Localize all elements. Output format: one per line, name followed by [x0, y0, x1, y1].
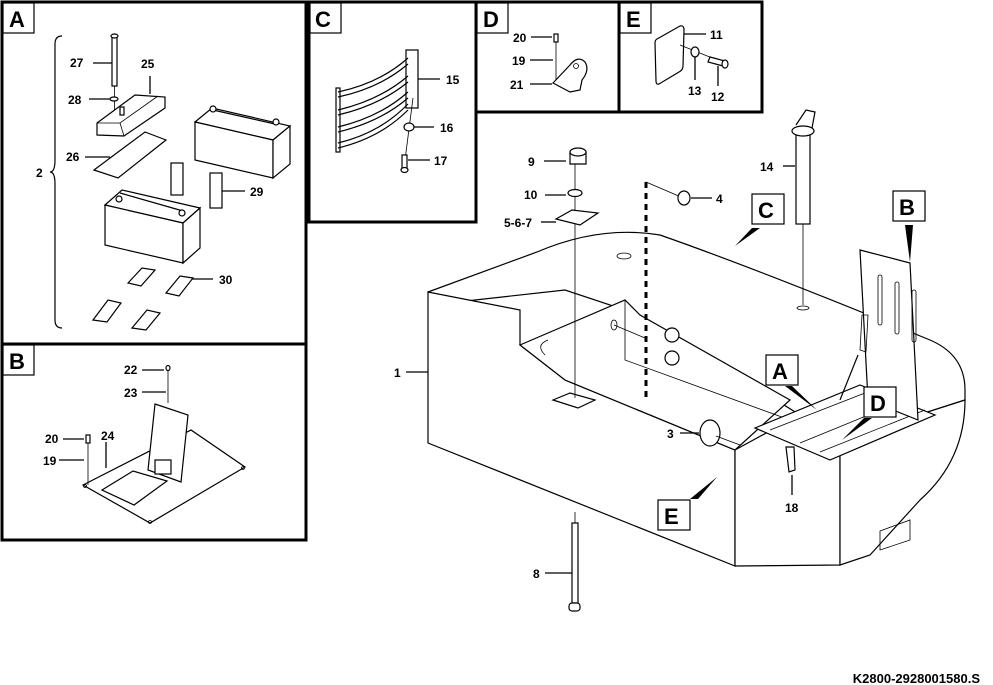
- detail-panel-a: A 2 27 28 25 26: [0, 0, 308, 346]
- detail-panel-c: C 15 16 17: [307, 0, 478, 224]
- battery-cover-lid: [859, 249, 919, 421]
- assembly-bracket: [49, 35, 63, 329]
- tag-box-b: [2, 344, 35, 376]
- callout-25: 25: [141, 57, 155, 71]
- plate-part-5-6-7: [554, 209, 600, 226]
- latch-part-18: [785, 446, 796, 473]
- battery-lower: [103, 189, 202, 265]
- callout-16: 16: [440, 121, 454, 135]
- callout-15: 15: [446, 73, 460, 87]
- ref-tag-c: C: [735, 193, 785, 246]
- pad-part-30b: [164, 275, 195, 297]
- callout-19: 19: [43, 454, 57, 468]
- callout-12: 12: [711, 90, 725, 104]
- callout-2: 2: [36, 166, 43, 180]
- callout-1: 1: [394, 366, 401, 380]
- ladder-part-15: [335, 49, 419, 153]
- nut-lower: [664, 350, 680, 366]
- svg-text:E: E: [664, 504, 679, 529]
- callout-26: 26: [66, 150, 80, 164]
- callout-d-20: 20: [513, 31, 527, 45]
- document-code: K2800-2928001580.S: [853, 671, 981, 685]
- callout-21: 21: [510, 78, 524, 92]
- bracket-part-25: [96, 94, 166, 137]
- callout-3: 3: [667, 427, 674, 441]
- detail-panel-e: E 11 13 12: [617, 0, 764, 114]
- battery-upper: [193, 105, 292, 180]
- tag-box-c: [309, 2, 342, 34]
- main-assembly-view: 14 9 10 5-6-7 4 3 1 8: [394, 109, 966, 612]
- tag-box-e: [619, 2, 652, 34]
- svg-text:C: C: [758, 198, 774, 223]
- nut-upper: [664, 327, 680, 343]
- lift-slot: [879, 519, 911, 551]
- tag-box-a: [2, 2, 35, 34]
- detail-panel-d: D 20 19 21: [474, 0, 621, 114]
- washer-part-28: [109, 96, 119, 102]
- hatch-frame: [100, 470, 169, 506]
- callout-29: 29: [250, 185, 264, 199]
- tag-box-d: [476, 2, 509, 34]
- spacer-part-29a: [170, 162, 184, 196]
- counterweight-top: [427, 231, 966, 441]
- callout-30: 30: [219, 273, 233, 287]
- callout-11: 11: [710, 28, 723, 42]
- callout-8: 8: [533, 567, 540, 581]
- washer-part-10: [567, 188, 583, 198]
- pad-part-30d: [130, 309, 162, 331]
- callout-20: 20: [45, 432, 59, 446]
- callout-d-19: 19: [512, 54, 526, 68]
- callout-17: 17: [434, 154, 448, 168]
- callout-5-6-7: 5-6-7: [504, 216, 532, 230]
- callout-4: 4: [716, 192, 723, 206]
- bolt-part-8: [568, 512, 581, 612]
- ref-tag-d: D: [842, 386, 897, 440]
- tag-a: A: [9, 7, 25, 32]
- washer-part-16: [403, 122, 415, 132]
- hinge: [154, 459, 172, 475]
- plate-part-26: [92, 131, 168, 179]
- bolt-part-27: [110, 33, 119, 125]
- callout-28: 28: [68, 93, 82, 107]
- tag-c: C: [315, 7, 331, 32]
- cover-part-11: [654, 25, 685, 85]
- tag-b: B: [9, 349, 25, 374]
- plug-part-4: [677, 190, 691, 206]
- pin-part-14: [791, 109, 816, 311]
- detail-panel-b: B 24 22 23 20 19: [0, 342, 308, 542]
- callout-22: 22: [124, 363, 138, 377]
- tag-e: E: [626, 7, 641, 32]
- grommet-part-3: [699, 419, 721, 447]
- callout-9: 9: [528, 155, 535, 169]
- svg-text:A: A: [772, 359, 788, 384]
- pad-part-30c: [91, 299, 123, 323]
- callout-27: 27: [70, 56, 84, 70]
- callout-14: 14: [760, 160, 774, 174]
- callout-10: 10: [524, 188, 538, 202]
- callout-24: 24: [101, 429, 115, 443]
- callout-18: 18: [785, 501, 799, 515]
- svg-text:D: D: [870, 391, 886, 416]
- floor-plate: [551, 392, 597, 409]
- ref-tag-a: A: [765, 354, 817, 410]
- callout-13: 13: [688, 84, 702, 98]
- tag-d: D: [483, 7, 499, 32]
- ref-tag-b: B: [892, 190, 926, 262]
- svg-text:B: B: [899, 195, 915, 220]
- ref-tag-e: E: [657, 477, 717, 531]
- callout-23: 23: [124, 386, 138, 400]
- pad-part-30a: [126, 267, 157, 287]
- washer-part-13: [690, 46, 700, 58]
- spacer-part-29b: [209, 172, 223, 209]
